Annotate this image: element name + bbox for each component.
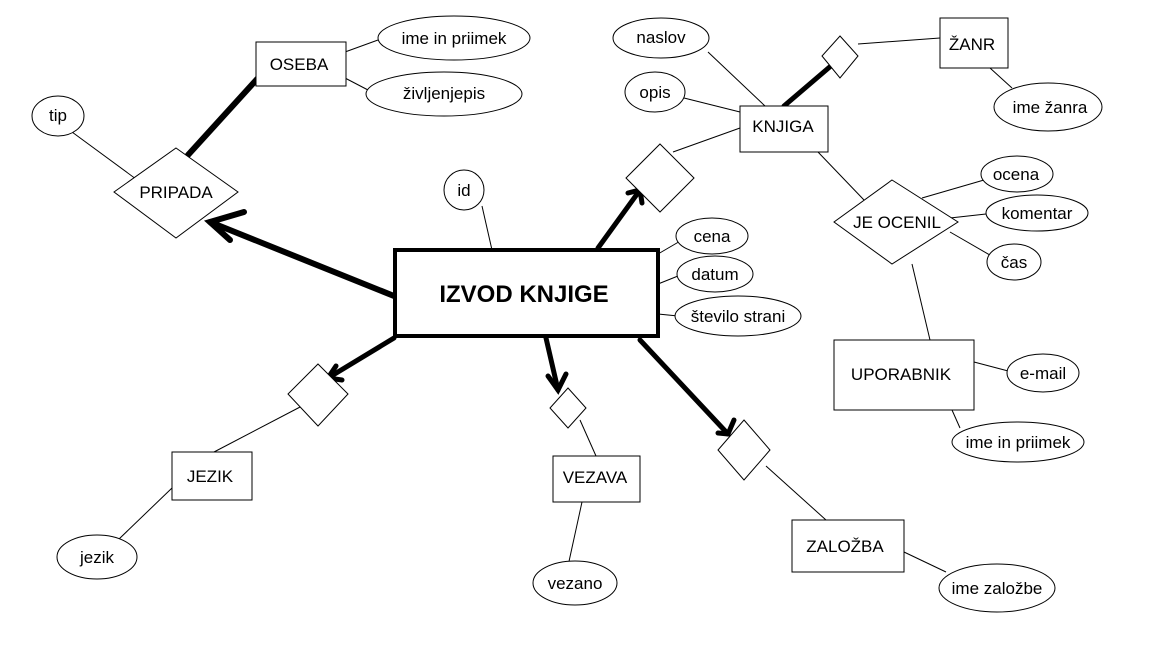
attribute-naslov: naslov: [612, 17, 710, 59]
attribute-vezano: vezano: [532, 560, 618, 606]
attribute-ime-zalozbe: ime založbe: [938, 563, 1056, 613]
svg-text:naslov: naslov: [636, 28, 686, 47]
svg-text:življenjepis: življenjepis: [403, 84, 485, 103]
svg-text:jezik: jezik: [79, 548, 115, 567]
je-ocenil-label: JE OCENIL: [853, 213, 941, 232]
entity-knjiga: KNJIGA: [739, 105, 829, 153]
svg-text:ime žanra: ime žanra: [1013, 98, 1088, 117]
relationship-diamond-vezava: [549, 387, 587, 429]
relationship-diamond-zanr: [821, 35, 859, 79]
svg-text:cena: cena: [694, 227, 731, 246]
zalozba-label: ZALOŽBA: [806, 537, 884, 556]
svg-text:vezano: vezano: [548, 574, 603, 593]
attribute-tip: tip: [31, 95, 85, 137]
entity-oseba: OSEBA: [255, 41, 347, 87]
knjiga-label: KNJIGA: [752, 117, 814, 136]
jezik-entity-label: JEZIK: [187, 467, 234, 486]
svg-text:število strani: število strani: [691, 307, 785, 326]
attribute-opis: opis: [624, 71, 686, 113]
svg-text:ime in priimek: ime in priimek: [402, 29, 507, 48]
attribute-email: e-mail: [1006, 353, 1080, 393]
relationship-diamond-zalozba: [717, 419, 771, 481]
svg-text:opis: opis: [639, 83, 670, 102]
attribute-ocena: ocena: [980, 155, 1054, 193]
attribute-cena: cena: [675, 217, 749, 255]
relationship-pripada: PRIPADA: [113, 147, 239, 239]
attribute-komentar: komentar: [985, 194, 1089, 232]
entity-zanr: ŽANR: [939, 17, 1009, 69]
attribute-cas: čas: [986, 243, 1042, 281]
izvod-knjige-label: IZVOD KNJIGE: [439, 281, 608, 308]
uporabnik-label: UPORABNIK: [851, 365, 952, 384]
oseba-label: OSEBA: [270, 55, 329, 74]
svg-text:komentar: komentar: [1002, 204, 1073, 223]
svg-text:čas: čas: [1001, 253, 1027, 272]
attribute-ime-zanra: ime žanra: [993, 82, 1103, 132]
relationship-diamond-knjiga: [625, 143, 695, 213]
attribute-jezik: jezik: [56, 534, 138, 580]
relationship-je-ocenil: JE OCENIL: [833, 179, 959, 265]
svg-text:id: id: [457, 181, 470, 200]
attribute-datum: datum: [676, 255, 754, 293]
svg-text:ime založbe: ime založbe: [952, 579, 1043, 598]
entity-vezava: VEZAVA: [552, 455, 641, 503]
entity-uporabnik: UPORABNIK: [833, 339, 975, 411]
attribute-ime-in-priimek-oseba: ime in priimek: [377, 15, 531, 61]
relationship-diamond-jezik: [287, 363, 349, 427]
svg-text:ime in priimek: ime in priimek: [966, 433, 1071, 452]
svg-text:e-mail: e-mail: [1020, 364, 1066, 383]
vezava-label: VEZAVA: [563, 468, 628, 487]
attribute-ime-in-priimek-uporabnik: ime in priimek: [951, 421, 1085, 463]
pripada-label: PRIPADA: [139, 183, 213, 202]
connector-lines: [71, 37, 1013, 573]
svg-text:datum: datum: [691, 265, 738, 284]
entity-zalozba: ZALOŽBA: [791, 519, 905, 573]
attribute-id: id: [443, 169, 485, 211]
svg-text:ocena: ocena: [993, 165, 1040, 184]
attribute-zivljenjepis: življenjepis: [365, 71, 523, 117]
attribute-stevilo-strani: število strani: [674, 295, 802, 337]
entity-jezik: JEZIK: [171, 451, 253, 501]
svg-text:tip: tip: [49, 106, 67, 125]
zanr-label: ŽANR: [949, 35, 995, 54]
entity-izvod-knjige: IZVOD KNJIGE: [393, 248, 660, 338]
